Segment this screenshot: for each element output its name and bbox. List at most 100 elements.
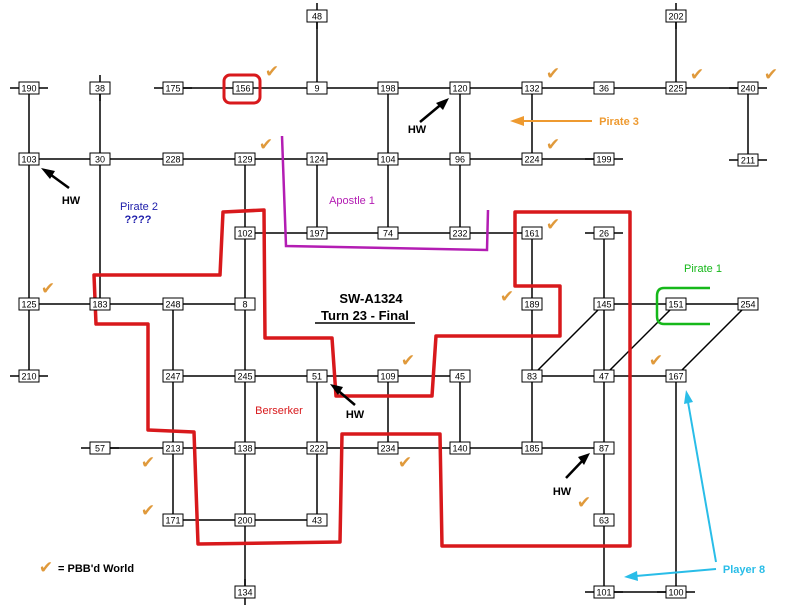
world-104[interactable]: 104 (377, 152, 399, 166)
world-211[interactable]: 211 (737, 153, 759, 167)
world-layer: 48 202 190 38 175 156 9 198 120 132 36 225 240 103 30 2… (18, 9, 759, 599)
world-156[interactable]: 156 (232, 81, 254, 95)
world-number: 26 (599, 229, 609, 239)
world-140[interactable]: 140 (449, 441, 471, 455)
world-248[interactable]: 248 (162, 297, 184, 311)
berserker-region (92, 208, 632, 548)
check-icon: ✔ (265, 62, 279, 82)
pirate3-label: Pirate 3 (599, 116, 639, 128)
world-number: 132 (524, 84, 539, 94)
world-36[interactable]: 36 (593, 81, 615, 95)
world-8[interactable]: 8 (234, 297, 256, 311)
world-51[interactable]: 51 (306, 369, 328, 383)
world-number: 190 (21, 84, 36, 94)
world-138[interactable]: 138 (234, 441, 256, 455)
world-number: 145 (596, 300, 611, 310)
world-57[interactable]: 57 (89, 441, 111, 455)
world-228[interactable]: 228 (162, 152, 184, 166)
world-box (306, 513, 328, 527)
world-box (737, 153, 759, 167)
world-190[interactable]: 190 (18, 81, 40, 95)
world-132[interactable]: 132 (521, 81, 543, 95)
world-240[interactable]: 240 (737, 81, 759, 95)
world-number: 87 (599, 444, 609, 454)
world-213[interactable]: 213 (162, 441, 184, 455)
world-120[interactable]: 120 (449, 81, 471, 95)
world-225[interactable]: 225 (665, 81, 687, 95)
world-box (162, 513, 184, 527)
world-number: 125 (21, 300, 36, 310)
check-icon: ✔ (690, 65, 704, 85)
world-200[interactable]: 200 (234, 513, 256, 527)
world-210[interactable]: 210 (18, 369, 40, 383)
world-number: 240 (740, 84, 755, 94)
world-box (234, 585, 256, 599)
world-number: 103 (21, 155, 36, 165)
world-125[interactable]: 125 (18, 297, 40, 311)
world-124[interactable]: 124 (306, 152, 328, 166)
world-number: 248 (165, 300, 180, 310)
world-number: 151 (668, 300, 683, 310)
world-9[interactable]: 9 (306, 81, 328, 95)
world-247[interactable]: 247 (162, 369, 184, 383)
world-box (162, 441, 184, 455)
world-185[interactable]: 185 (521, 441, 543, 455)
hw-arrows (41, 98, 590, 479)
world-30[interactable]: 30 (89, 152, 111, 166)
world-161[interactable]: 161 (521, 226, 543, 240)
world-197[interactable]: 197 (306, 226, 328, 240)
world-101[interactable]: 101 (593, 585, 615, 599)
world-74[interactable]: 74 (377, 226, 399, 240)
check-icon: ✔ (500, 287, 514, 307)
world-134[interactable]: 134 (234, 585, 256, 599)
world-number: 171 (165, 516, 180, 526)
world-43[interactable]: 43 (306, 513, 328, 527)
world-number: 225 (668, 84, 683, 94)
world-83[interactable]: 83 (521, 369, 543, 383)
world-box (449, 226, 471, 240)
world-171[interactable]: 171 (162, 513, 184, 527)
check-icon: ✔ (401, 351, 415, 371)
world-199[interactable]: 199 (593, 152, 615, 166)
world-198[interactable]: 198 (377, 81, 399, 95)
world-103[interactable]: 103 (18, 152, 40, 166)
world-number: 199 (596, 155, 611, 165)
hyperlane (675, 303, 749, 377)
world-box (162, 297, 184, 311)
world-47[interactable]: 47 (593, 369, 615, 383)
check-icon: ✔ (546, 135, 560, 155)
world-202[interactable]: 202 (665, 9, 687, 23)
world-234[interactable]: 234 (377, 441, 399, 455)
world-87[interactable]: 87 (593, 441, 615, 455)
world-63[interactable]: 63 (593, 513, 615, 527)
player8-label: Player 8 (723, 564, 765, 576)
world-38[interactable]: 38 (89, 81, 111, 95)
world-232[interactable]: 232 (449, 226, 471, 240)
world-96[interactable]: 96 (449, 152, 471, 166)
world-45[interactable]: 45 (449, 369, 471, 383)
world-box (593, 585, 615, 599)
world-151[interactable]: 151 (665, 297, 687, 311)
world-102[interactable]: 102 (234, 226, 256, 240)
world-245[interactable]: 245 (234, 369, 256, 383)
world-254[interactable]: 254 (737, 297, 759, 311)
world-145[interactable]: 145 (593, 297, 615, 311)
world-222[interactable]: 222 (306, 441, 328, 455)
world-number: 200 (237, 516, 252, 526)
world-box (377, 226, 399, 240)
world-224[interactable]: 224 (521, 152, 543, 166)
world-48[interactable]: 48 (306, 9, 328, 23)
world-number: 120 (452, 84, 467, 94)
world-26[interactable]: 26 (593, 226, 615, 240)
world-167[interactable]: 167 (665, 369, 687, 383)
world-number: 210 (21, 372, 36, 382)
world-109[interactable]: 109 (377, 369, 399, 383)
world-189[interactable]: 189 (521, 297, 543, 311)
world-129[interactable]: 129 (234, 152, 256, 166)
world-box (234, 297, 256, 311)
hw-label-120: HW (408, 124, 427, 136)
world-100[interactable]: 100 (665, 585, 687, 599)
world-175[interactable]: 175 (162, 81, 184, 95)
highlight-156 (222, 73, 262, 105)
world-183[interactable]: 183 (89, 297, 111, 311)
